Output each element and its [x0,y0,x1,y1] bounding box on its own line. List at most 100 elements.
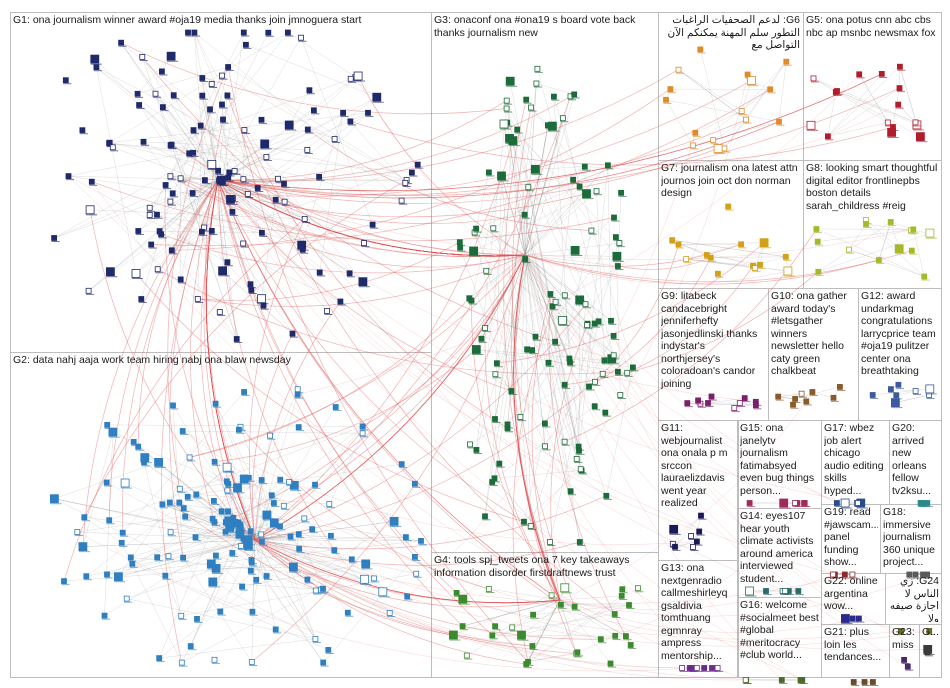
edge [524,165,609,256]
edge [63,559,352,582]
node-underline [290,336,298,338]
edge [217,179,276,200]
node-g1 [208,227,215,234]
edge [741,61,787,112]
edge [895,394,930,403]
edge [171,179,219,251]
node-underline [745,595,757,597]
group-box-g19 [821,504,881,574]
node-underline [619,599,628,600]
node-g3 [523,96,530,103]
edge [82,179,219,547]
node-underline [129,566,138,568]
node-g8 [887,219,894,225]
node-g3 [571,91,578,98]
node-g3 [570,176,576,183]
node-underline [517,420,526,422]
node-g3 [560,115,566,122]
edge [94,58,219,181]
edge [524,254,588,324]
edge [254,539,276,630]
node-underline [617,398,626,399]
edge [217,37,302,181]
edge [106,540,422,575]
edge [233,254,526,519]
node-underline [404,599,413,601]
node-g2 [178,659,185,666]
node-underline [234,342,243,343]
node-g5 [896,85,903,91]
node-g14 [782,588,788,594]
node-g2 [344,609,351,616]
node-g2 [156,655,163,661]
node-underline [198,128,207,130]
edge [217,179,562,606]
node-underline [153,96,161,98]
edge [827,122,888,137]
node-underline [529,649,538,650]
node-g1 [224,259,231,266]
node-underline [500,128,511,130]
edge [494,254,526,420]
edge [298,533,324,589]
node-underline [229,214,238,216]
node-underline [576,453,585,455]
group-box-g9 [658,288,769,421]
node-underline [602,415,611,417]
edge [217,179,262,299]
node-underline [296,551,305,553]
node-underline [324,314,333,315]
node-g1 [154,211,160,218]
node-g3 [492,416,498,422]
edge [501,175,526,256]
node-underline [905,669,914,671]
edge [507,254,526,425]
edge [217,179,303,250]
node-underline [551,99,560,101]
edge [672,239,786,258]
edge [197,241,460,301]
edge [157,268,618,375]
node-g2 [187,643,194,649]
edge [217,179,457,594]
edge [254,539,746,681]
node-g3 [567,488,574,495]
node-underline [594,194,602,196]
edge [254,539,408,597]
node-underline [180,434,189,435]
node-g18 [912,571,919,578]
node-g11 [694,538,700,545]
node-underline [177,491,186,493]
node-g1 [324,307,330,314]
node-g1 [316,173,323,180]
edge [120,42,507,115]
edge [214,461,928,651]
edge [899,66,918,125]
node-g3 [584,322,590,329]
node-underline [630,370,639,372]
edge [156,214,341,302]
edge [494,405,595,479]
node-underline [856,621,865,623]
edge [112,147,305,220]
edge [524,254,581,543]
edge [54,498,256,541]
edge [254,539,561,604]
edge [171,179,219,251]
edge [240,524,299,535]
node-underline [311,113,320,115]
node-underline [522,217,531,219]
node-underline [611,358,620,360]
node-underline [830,577,839,579]
node-g6 [721,145,728,152]
edge [578,165,609,451]
edge [142,56,237,340]
node-underline [809,395,818,396]
node-underline [505,143,517,144]
edge [700,49,725,149]
edge [584,104,899,170]
node-underline [601,363,610,365]
node-underline [531,173,543,175]
node-underline [347,124,356,126]
node-underline [692,135,701,137]
